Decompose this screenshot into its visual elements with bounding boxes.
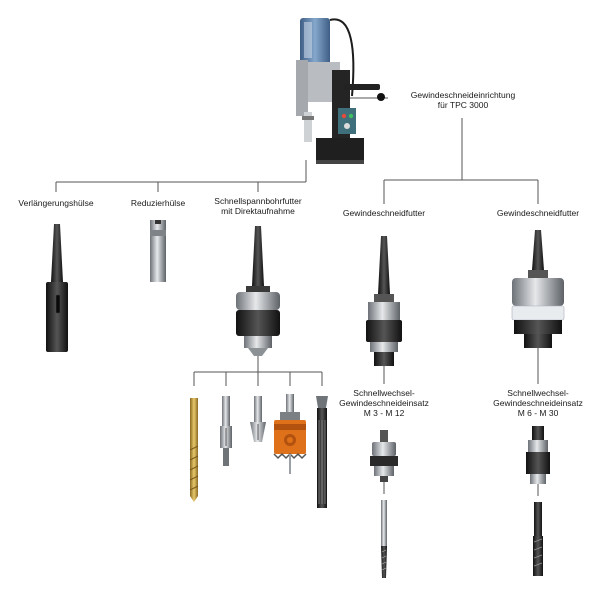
tapping-chuck-large-icon	[511, 230, 565, 348]
tapping-chuck-label-right: Gewindeschneidfutter	[496, 208, 580, 218]
insert-right-line3: M 6 - M 30	[517, 408, 559, 418]
insert-left-line1: Schnellwechsel-	[353, 388, 415, 398]
insert-right-line1: Schnellwechsel-	[507, 388, 569, 398]
counterbore-icon	[220, 396, 232, 466]
reducing-sleeve-label: Reduzierhülse	[130, 198, 186, 208]
quick-change-insert-small-icon	[370, 430, 398, 482]
magnetic-drill-press-icon	[296, 18, 385, 164]
twist-drill-bit-icon	[189, 398, 199, 502]
insert-label-right: Schnellwechsel- Gewindeschneideinsatz M …	[486, 388, 590, 418]
insert-label-left: Schnellwechsel- Gewindeschneideinsatz M …	[332, 388, 436, 418]
tap-large-icon	[533, 502, 543, 576]
insert-right-line2: Gewindeschneideinsatz	[493, 398, 583, 408]
tapping-device-line1: Gewindeschneideinrichtung	[410, 90, 516, 100]
drill-chuck-line1: Schnellspannbohrfutter	[214, 196, 302, 206]
keyless-drill-chuck-icon	[236, 226, 280, 356]
quick-change-insert-large-icon	[526, 426, 550, 484]
insert-left-line3: M 3 - M 12	[363, 408, 405, 418]
tap-small-icon	[381, 500, 387, 578]
tapping-chuck-label-left: Gewindeschneidfutter	[342, 208, 426, 218]
extension-sleeve-icon	[46, 224, 68, 352]
tapping-chuck-icon	[366, 236, 402, 366]
tapping-device-label: Gewindeschneideinrichtung für TPC 3000	[388, 90, 538, 110]
reducing-sleeve-icon	[150, 220, 166, 282]
drill-chuck-label: Schnellspannbohrfutter mit Direktaufnahm…	[200, 196, 316, 216]
reamer-icon	[316, 396, 328, 508]
extension-sleeve-label: Verlängerungshülse	[18, 198, 94, 208]
tapping-device-line2: für TPC 3000	[437, 100, 489, 110]
hole-saw-icon	[273, 394, 307, 474]
insert-left-line2: Gewindeschneideinsatz	[339, 398, 429, 408]
drill-chuck-line2: mit Direktaufnahme	[221, 206, 295, 216]
connector-lines	[55, 97, 539, 496]
countersink-icon	[250, 396, 266, 442]
